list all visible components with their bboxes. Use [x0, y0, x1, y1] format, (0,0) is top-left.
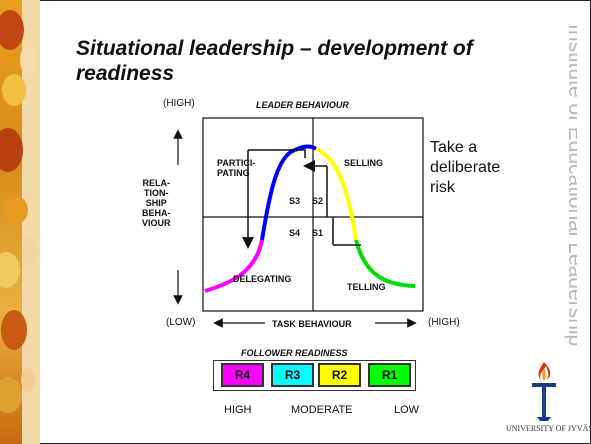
take-risk-text: Take a deliberate risk: [430, 139, 501, 196]
curve-green: [354, 239, 416, 288]
delegating-label: DELEGATING: [233, 274, 292, 284]
s3-label: S3: [289, 196, 301, 206]
readiness-r4: R4: [221, 363, 264, 387]
university-logo-icon: [532, 362, 556, 421]
leader-behaviour-label: LEADER BEHAVIOUR: [256, 100, 349, 110]
s2-label: S2: [312, 196, 324, 206]
r4-label: R4: [234, 368, 251, 382]
r1-label: R1: [381, 368, 398, 382]
telling-label: TELLING: [347, 282, 386, 292]
low-label: (LOW): [166, 317, 196, 328]
task-high-label: (HIGH): [428, 317, 460, 328]
relationship-behaviour-label: RELA- TION- SHIP BEHA- VIOUR: [142, 178, 171, 228]
scale-high: HIGH: [224, 404, 252, 416]
autumn-leaves-image: [0, 0, 40, 444]
relationship-high-label: (HIGH): [163, 98, 195, 109]
curve-blue-top: [294, 144, 318, 152]
readiness-r1: R1: [368, 363, 411, 387]
path-s3-top: [248, 149, 306, 158]
curve-yellow: [315, 147, 358, 241]
s4-label: S4: [289, 228, 301, 238]
s1-label: S1: [312, 228, 324, 238]
curve-blue-lower: [260, 148, 296, 241]
selling-label: SELLING: [344, 158, 384, 168]
curve-magenta: [204, 239, 264, 293]
participating-label: PARTICI- PATING: [217, 158, 256, 178]
readiness-r2: R2: [318, 363, 361, 387]
slide-title: Situational leadership – development of …: [76, 37, 473, 85]
r3-label: R3: [284, 368, 301, 382]
scale-low: LOW: [394, 404, 420, 416]
readiness-frame: [213, 360, 416, 391]
follower-readiness-label: FOLLOWER READINESS: [241, 348, 348, 358]
readiness-r3: R3: [271, 363, 314, 387]
task-behaviour-label: TASK BEHAVIOUR: [272, 319, 352, 329]
university-name: UNIVERSITY OF JYVÄSKYLÄ: [506, 424, 591, 433]
r2-label: R2: [331, 368, 348, 382]
scale-moderate: MODERATE: [291, 404, 353, 416]
